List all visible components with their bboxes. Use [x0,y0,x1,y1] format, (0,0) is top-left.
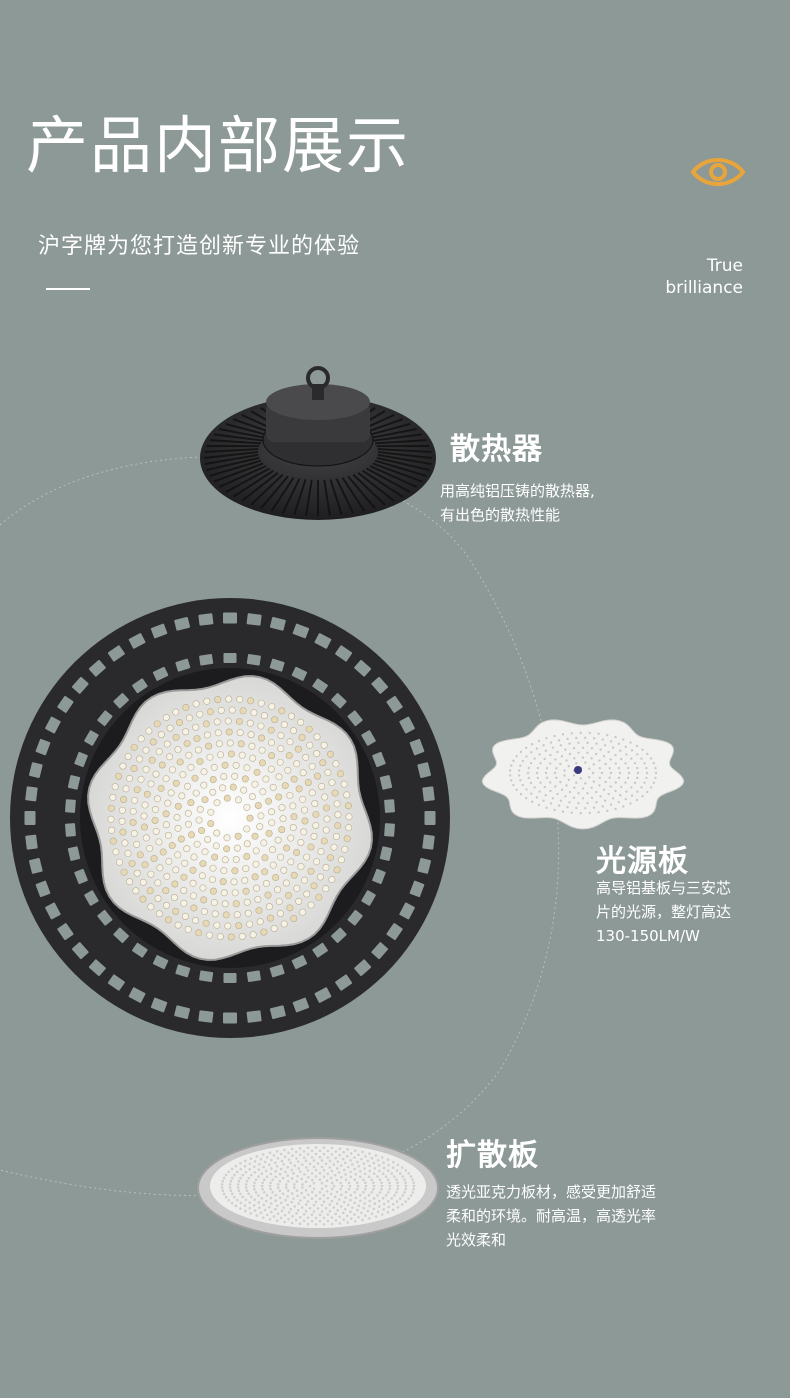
feature-light-source-desc: 高导铝基板与三安芯 片的光源，整灯高达 130-150LM/W [596,876,731,948]
feature-desc-line: 高导铝基板与三安芯 [596,879,732,897]
lamp-front-image [10,598,450,1038]
feature-desc-line: 柔和的环境。耐高温，高透光率 [446,1207,657,1225]
page-title: 产品内部展示 [26,109,411,182]
feature-diffuser-desc: 透光亚克力板材，感受更加舒适 柔和的环境。耐高温，高透光率 光效柔和 [446,1180,656,1252]
feature-heatsink-title: 散热器 [450,432,543,467]
feature-desc-line: 透光亚克力板材，感受更加舒适 [446,1183,657,1201]
feature-desc-line: 有出色的散热性能 [440,506,561,524]
feature-desc-line: 片的光源，整灯高达 [596,903,732,921]
feature-heatsink-desc: 用高纯铝压铸的散热器, 有出色的散热性能 [440,479,595,527]
diffuser-image [197,1137,439,1239]
led-board-image [481,719,685,830]
eye-icon [690,158,746,186]
tagline-line2: brilliance [665,278,743,298]
tagline-line1: True [706,256,743,276]
title-divider [46,288,90,290]
heatsink-image [200,366,436,520]
tagline: True brilliance [665,255,743,299]
feature-desc-line: 光效柔和 [446,1231,507,1249]
page-subtitle: 沪字牌为您打造创新专业的体验 [38,234,361,259]
feature-desc-line: 用高纯铝压铸的散热器, [440,482,595,500]
feature-desc-line: 130-150LM/W [596,927,700,945]
feature-light-source-title: 光源板 [596,844,689,879]
feature-diffuser-title: 扩散板 [446,1138,539,1173]
